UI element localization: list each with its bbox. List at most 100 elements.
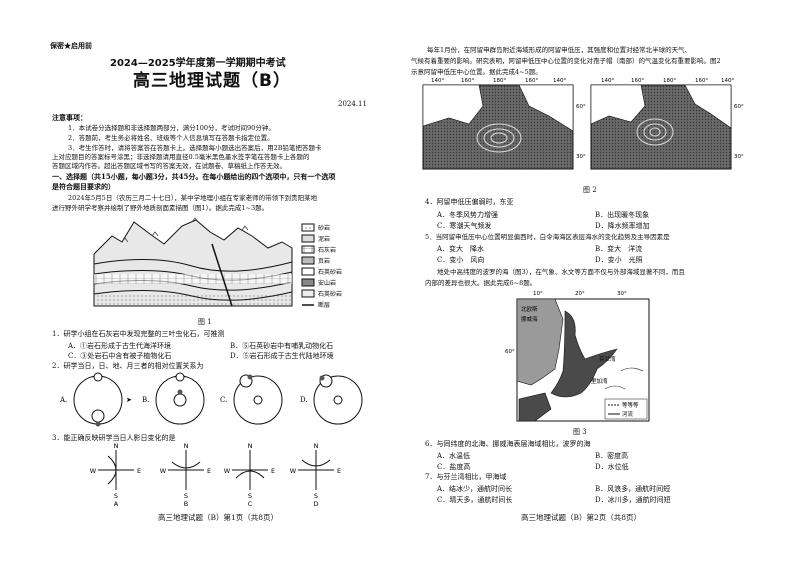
q3a-east: E [137,467,141,475]
fig2-lat-2: 60° [734,104,744,110]
q1-option-a: A．①岩石形成于古生代海洋环境 [68,342,172,350]
fig2-lat-1: 30° [576,154,586,160]
q2-label-b: B. [142,396,149,404]
q1-option-c: C．③处岩石中含有被子植物化石 [68,352,172,360]
q3b-west: W [160,467,167,475]
fig3-label-1: 挪威海 [521,315,538,323]
fig3-lon-1: 20° [575,291,585,297]
section1-heading-b: 是符合题目要求的） [52,182,115,191]
q3d-south: S [314,492,318,500]
notice-2: 2．答题前，考生务必将姓名、班级等个人信息填写在答题卡指定位置。 [68,134,274,142]
fig2-lon-5: 140° [601,78,614,84]
q1-option-d: D．⑤岩石形成于古生代陆地环境 [230,352,334,360]
fig3-label-0: 北欧斯 [521,305,538,313]
q6-option-c: C．盐度高 [437,463,471,471]
intro-2: 进行野外研学考察并绘制了野外地质剖面素描图（图1）。据此完成1~3题。 [52,204,269,212]
fig2-lon-3: 160° [525,78,538,84]
fig1-legend-1: 泥岩 [318,235,330,243]
q3-label-b: B [184,500,188,508]
fig2-lon-2: 180° [493,78,506,84]
fig1-legend-4: 石英砂岩 [318,268,342,276]
figure-3-caption: 图 3 [573,428,587,436]
q3c-south: S [248,492,252,500]
q3a-south: S [114,492,118,500]
q2-orbit-diagrams: A. ➤ B. C. D. [60,372,363,427]
figure-3-map: 10° 20° 30° 60° 北欧斯 挪威海 波的尼亚 芬兰湾 里加湾 等等等… [505,291,650,422]
q6-option-d: D．水位低 [595,463,629,471]
right-intro2-2: 内部的差异也很大。据此完成6~8题。 [425,279,537,287]
exam-title: 2024—2025学年度第一学期期中考试 [110,58,286,69]
q6-option-a: A．水温低 [437,452,471,460]
section1-heading: 一、选择题（共15小题，每小题3分，共45分。在每小题给出的四个选项中，只有一个… [52,172,336,181]
confidential-label: 保密★启用前 [50,41,92,50]
notice-3b: 上对应题目的答案标号涂黑；非选择题请用直径0.5毫米黑色墨水签字笔在答题卡上各题… [52,153,310,161]
fig3-lon-2: 30° [617,291,627,297]
q4-option-b: B．出现暖冬现象 [595,211,650,219]
q5-option-d: D．变小 光照 [595,256,643,264]
figure-2-caption: 图 2 [583,186,597,194]
q3c-west: W [224,467,231,475]
fig3-lat-label: 60° [505,349,515,355]
left-page: 保密★启用前 2024—2025学年度第一学期期中考试 高三地理试题（B） 20… [50,41,367,522]
subject-title: 高三地理试题（B） [133,71,291,91]
fig2-lon-0: 140° [431,78,444,84]
figure-2-maps: 140° 160° 180° 160° 140° 60° 30° 140° 16… [422,78,744,170]
question-6: 6．与同纬度的北海、挪威海表层海域相比，波罗的海 [425,440,591,448]
q5-option-a: A．变大 降水 [437,245,485,253]
fig1-legend-0: 砂岩 [318,224,330,232]
q3b-east: E [207,467,211,475]
fig3-lon-0: 10° [533,291,543,297]
right-intro-3: 示意阿留申低压中心位置。据此完成4~5题。 [411,68,542,76]
fig1-legend-5: 安山岩 [318,279,336,287]
q3b-south: S [184,492,188,500]
q3a-west: W [90,467,97,475]
fig2-lon-8: 160° [695,78,708,84]
q4-option-a: A．冬季风势力增强 [437,211,499,219]
fig2-lat-3: 30° [734,154,744,160]
fig3-legend-0: 等等等 [622,401,639,409]
q2-label-d: D. [300,396,308,404]
notice-1: 1．本试卷分选择题和非选择题两部分，满分100分，考试时间90分钟。 [68,124,275,132]
fig2-lon-6: 160° [631,78,644,84]
fig3-label-2: 波的尼亚 [583,323,606,331]
question-4: 4．阿留申低压偏弱时，东亚 [425,198,514,206]
question-1: 1．研学小组在石灰岩中发现完整的三叶虫化石，可推测 [52,330,225,338]
fig2-lat-0: 60° [576,104,586,110]
left-footer: 高三地理试题（B）第1页（共8页） [158,513,279,522]
q3a-north: N [114,442,119,450]
figure-1-section: 砂岩 泥岩 石灰岩 页岩 石英砂岩 安山岩 石英砂岩 断层 [93,217,342,309]
fig1-legend-6: 石英砂岩 [318,290,342,298]
q7-option-d: D．冰川多，通航时间短 [595,496,671,504]
question-7: 7．与芬兰湾相比，甲海域 [425,473,507,481]
right-intro2-1: 地处中高纬度的波罗的海（图3），在气象、水文等方面不仅与外部海域显著不同，而且 [437,268,685,276]
fig2-lon-7: 180° [663,78,676,84]
right-intro-1: 每年1月份，在阿留申群岛附近海域形成的阿留申低压，其强度和位置对经常北半球的天气… [427,46,692,54]
q3d-north: N [314,442,319,450]
fig2-lon-9: 140° [721,78,734,84]
fig1-legend-3: 页岩 [318,257,330,265]
q4-option-c: C．寒潮天气频发 [437,222,492,230]
fig2-lon-4: 140° [553,78,566,84]
fig3-legend-1: 河流 [622,410,634,418]
q7-option-b: B．风浪多，通航时间短 [595,485,671,493]
question-3: 3．能正确反映研学当日人影日变化的是 [52,434,176,442]
q6-option-b: B．密度高 [595,452,629,460]
svg-text:➤: ➤ [126,396,132,404]
q4-option-d: D．降水频率增加 [595,222,650,230]
q3c-north: N [248,442,253,450]
q3-label-d: D [313,500,318,508]
notice-3: 3．考生作答时，请将答案答在答题卡上。选择题每小题选出答案后，用2B铅笔把答题卡 [68,144,322,152]
right-page: 每年1月份，在阿留申群岛附近海域形成的阿留申低压，其强度和位置对经常北半球的天气… [397,0,794,561]
fig2-lon-1: 160° [461,78,474,84]
q5-option-c: C．变小 风向 [437,256,485,264]
q3-label-c: C [248,500,253,508]
q3d-east: E [337,467,341,475]
q7-option-c: C．晴天多，通航时间长 [437,496,513,504]
q7-option-a: A．结冰少，通航时间长 [437,485,513,493]
q1-option-b: B．⑤石英砂岩中有哺乳动物化石 [230,342,334,350]
fig1-legend-7: 断层 [318,301,330,309]
notice-3c: 答题区域内作答。超出答题区域书写的答案无效，在试题卷、草稿纸上作答无效。 [52,162,286,170]
q3-shadow-diagrams: N W E S A N W E S B N W E S C [90,442,341,508]
fig3-label-3: 芬兰湾 [599,355,616,363]
q3c-east: E [271,467,275,475]
